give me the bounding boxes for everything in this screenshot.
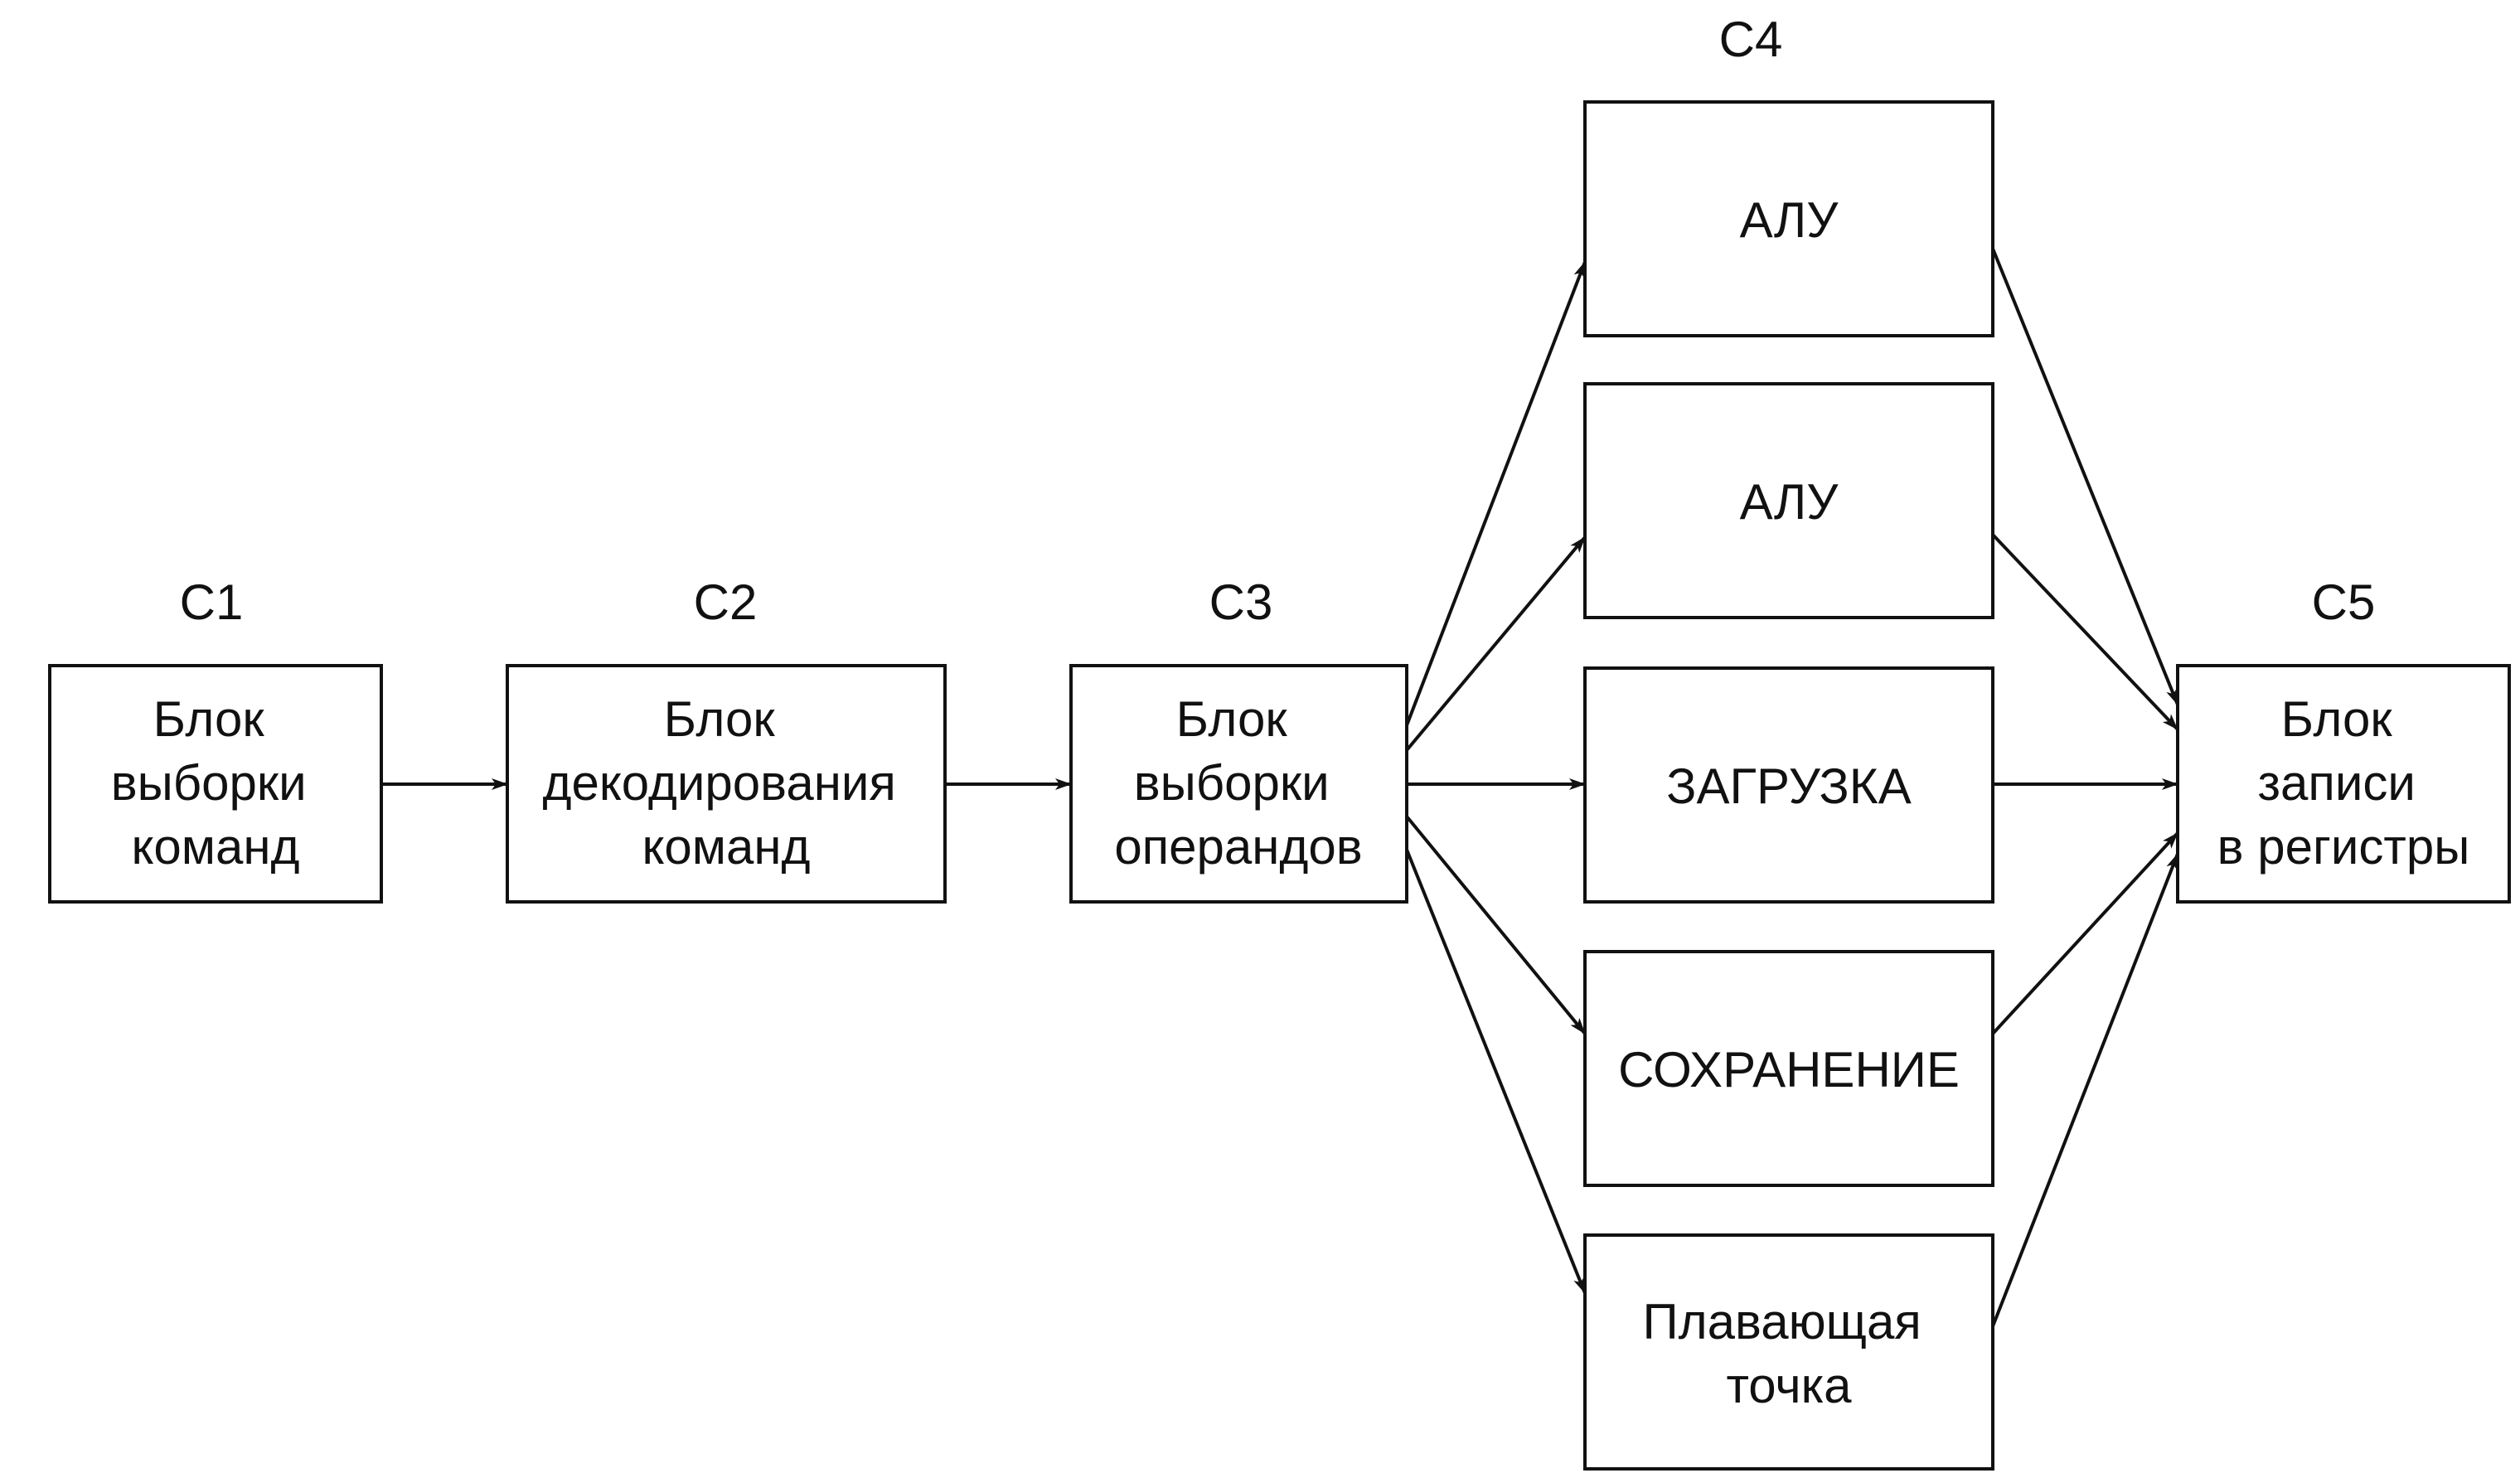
decode-block: Блок декодирования команд: [506, 664, 947, 904]
float-block-line-1: Плавающая: [1643, 1294, 1922, 1349]
arrow-float-to-writeback: [1991, 853, 2179, 1327]
operand-block-line-1: Блок: [1176, 691, 1288, 747]
stage-label-c4: С4: [1719, 12, 1783, 67]
fetch-block-line-3: команд: [131, 819, 299, 875]
arrow-operand-to-float: [1405, 849, 1587, 1294]
decode-block-line-2: декодирования: [543, 755, 896, 811]
load-block: ЗАГРУЗКА: [1583, 666, 1994, 904]
decode-block-line-1: Блок: [664, 691, 776, 747]
writeback-block: Блок записи в регистры: [2176, 664, 2511, 904]
load-block-label: ЗАГРУЗКА: [1666, 758, 1911, 814]
arrow-operand-to-alu2: [1405, 535, 1587, 752]
fetch-block-line-1: Блок: [153, 691, 265, 747]
operand-block-line-3: операндов: [1114, 819, 1362, 875]
float-block-line-2: точка: [1726, 1358, 1852, 1413]
alu-block-2-label: АЛУ: [1740, 474, 1839, 530]
arrow-alu1-to-writeback: [1991, 248, 2179, 705]
writeback-block-line-1: Блок: [2281, 691, 2393, 747]
svg-text:ЗАГРУЗКА: ЗАГРУЗКА: [1666, 758, 1911, 814]
stage-label-c2: С2: [694, 574, 758, 630]
svg-text:Блок записи в реги: Блок записи в регистры: [2217, 691, 2470, 875]
fetch-block-line-2: выборки: [111, 755, 307, 811]
decode-block-line-3: команд: [642, 819, 810, 875]
svg-text:Блок выборки коман: Блок выборки команд: [111, 691, 321, 875]
stage-label-c5: С5: [2312, 574, 2376, 630]
fetch-block: Блок выборки команд: [48, 664, 383, 904]
operand-fetch-block: Блок выборки операндов: [1069, 664, 1408, 904]
floating-point-block: Плавающая точка: [1583, 1233, 1994, 1471]
svg-text:СОХРАНЕНИЕ: СОХРАНЕНИЕ: [1618, 1042, 1960, 1097]
alu-block-1: АЛУ: [1583, 100, 1994, 337]
operand-block-line-2: выборки: [1134, 755, 1330, 811]
writeback-block-line-2: записи: [2257, 755, 2415, 811]
svg-text:Блок выборки опера: Блок выборки операндов: [1114, 691, 1362, 875]
arrow-operand-to-alu1: [1405, 261, 1587, 726]
edges-group: [381, 248, 2179, 1327]
svg-text:АЛУ: АЛУ: [1740, 192, 1839, 248]
store-block: СОХРАНЕНИЕ: [1583, 950, 1994, 1187]
stage-label-c1: С1: [180, 574, 244, 630]
stage-label-c3: С3: [1209, 574, 1273, 630]
arrow-alu2-to-writeback: [1991, 533, 2179, 731]
svg-text:Плавающая точка: Плавающая точка: [1643, 1294, 1936, 1413]
alu-block-1-label: АЛУ: [1740, 192, 1839, 248]
arrow-operand-to-store: [1405, 815, 1587, 1035]
store-block-label: СОХРАНЕНИЕ: [1618, 1042, 1960, 1097]
arrow-store-to-writeback: [1991, 831, 2179, 1035]
svg-text:Блок декодирования: Блок декодирования команд: [543, 691, 910, 875]
alu-block-2: АЛУ: [1583, 382, 1994, 619]
writeback-block-line-3: в регистры: [2217, 819, 2470, 875]
svg-text:АЛУ: АЛУ: [1740, 474, 1839, 530]
